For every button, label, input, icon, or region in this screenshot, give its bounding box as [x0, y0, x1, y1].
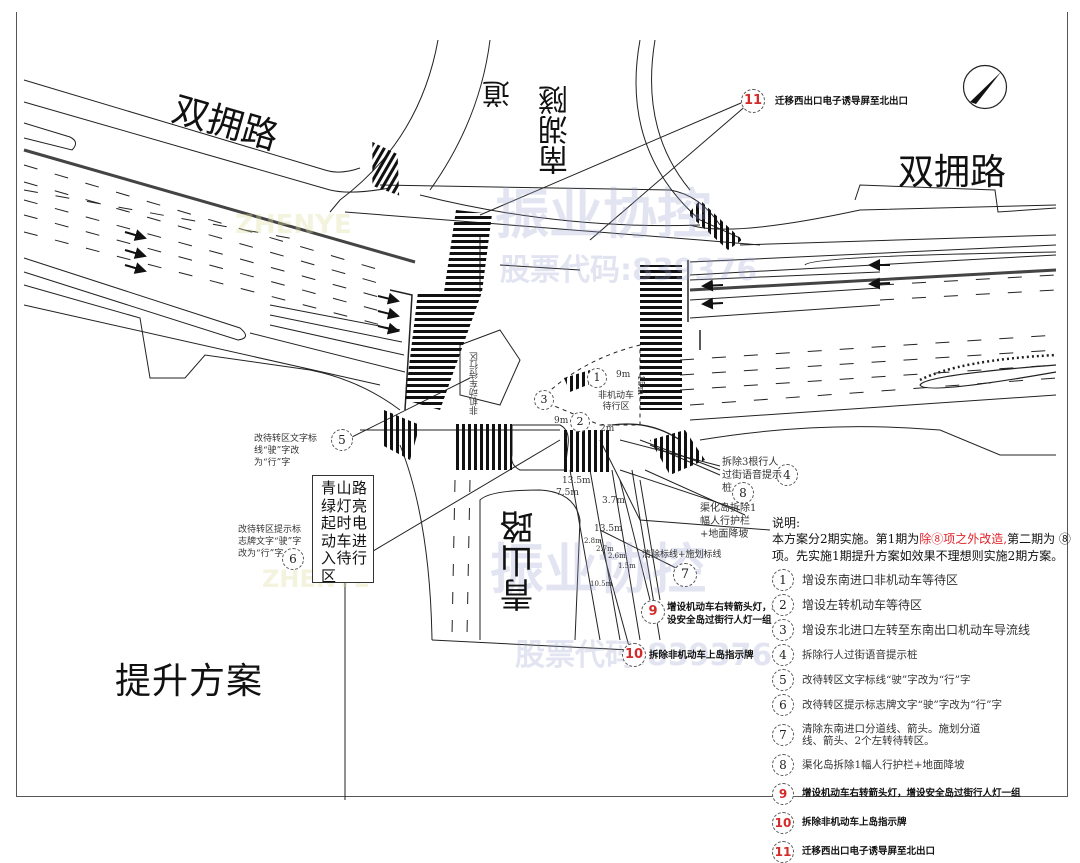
dim-13-5m-a: 13.5m — [562, 476, 591, 486]
notes-item: 8 渠化岛拆除1幅人行护栏+地面降坡 — [772, 754, 1072, 776]
notes-item-number: 7 — [772, 724, 794, 746]
notes-item: 9 增设机动车右转箭头灯，增设安全岛过街行人灯一组 — [772, 783, 1072, 805]
notes-item-text: 迁移西出口电子诱导屏至北出口 — [802, 846, 936, 857]
notes-item-number: 3 — [772, 619, 794, 641]
callout-6-text: 改待转区提示标志牌文字“驶”字改为“行”字 — [238, 525, 302, 559]
label-nonmotor-wait-zone: 非机动车待行区 — [597, 391, 634, 412]
notes-item-text: 增设东北进口左转至东南出口机动车导流线 — [802, 623, 1031, 637]
marker-10: 10 — [622, 643, 646, 667]
notes-item-text: 清除东南进口分道线、箭头。施划分道线、箭头、2个左转待转区。 — [802, 723, 981, 747]
callout-4-text: 拆除3根行人过街语音提示桩 — [722, 457, 782, 494]
sign-line: 青山路 — [321, 479, 368, 497]
dim-3-7m: 3.7m — [602, 496, 625, 506]
marker-3: 3 — [534, 390, 554, 410]
notes-item-text: 增设左转机动车等待区 — [802, 598, 923, 612]
intersection-plan-drawing — [23, 39, 1057, 800]
road-name-north-tunnel: 南湖隧 — [539, 85, 574, 175]
marker-9: 9 — [641, 600, 665, 624]
notes-item-number: 1 — [772, 569, 794, 591]
notes-item: 10 拆除非机动车上岛指示牌 — [772, 812, 1072, 834]
notes-item: 6 改待转区提示标志牌文字“驶”字改为“行”字 — [772, 694, 1072, 716]
marker-2: 2 — [570, 412, 590, 432]
notes-item-number: 6 — [772, 694, 794, 716]
sign-line: 动车进 — [321, 531, 368, 550]
waiting-zone-sign: 青山路 绿灯亮 起时电 动车进 入待行 区 — [312, 475, 374, 585]
notes-item-text: 拆除非机动车上岛指示牌 — [802, 817, 907, 828]
notes-item: 11 迁移西出口电子诱导屏至北出口 — [772, 841, 1072, 863]
sign-line: 绿灯亮 — [321, 496, 368, 515]
callout-11-text: 迁移西出口电子诱导屏至北出口 — [775, 96, 909, 107]
notes-item-number: 10 — [772, 812, 794, 834]
dim-15m: 15m — [635, 375, 645, 395]
callout-5-text: 改待转区文字标线“驶”字改为“行”字 — [254, 434, 318, 468]
callout-9-text: 增设机动车右转箭头灯，增设安全岛过街行人灯一组 — [667, 602, 782, 626]
callout-8-text: 渠化岛拆除1幅人行护栏+地面降坡 — [700, 503, 757, 540]
dim-13-5m-b: 13.5m — [594, 524, 623, 534]
road-name-east: 双拥路 — [898, 152, 1007, 193]
marker-6: 6 — [282, 548, 304, 570]
notes-item-number: 2 — [772, 594, 794, 616]
notes-item: 1 增设东南进口非机动车等待区 — [772, 569, 1072, 591]
notes-item-text: 增设机动车右转箭头灯，增设安全岛过街行人灯一组 — [802, 788, 1021, 799]
sign-line: 入待行 — [321, 549, 368, 567]
road-name-south: 青山路 — [500, 510, 540, 612]
dim-2-7m: 2.7m — [596, 545, 614, 553]
marker-11: 11 — [741, 89, 765, 113]
notes-item: 5 改待转区文字标线“驶”字改为“行”字 — [772, 669, 1072, 691]
notes-item-text: 增设东南进口非机动车等待区 — [802, 573, 959, 587]
notes-item-number: 5 — [772, 669, 794, 691]
callout-7-text: 清除标线+施划标线 — [642, 550, 722, 560]
notes-item-text: 改待转区文字标线“驶”字改为“行”字 — [802, 674, 971, 686]
dim-1-5m: 1.5m — [618, 562, 636, 570]
notes-item-number: 8 — [772, 754, 794, 776]
notes-item: 7 清除东南进口分道线、箭头。施划分道线、箭头、2个左转待转区。 — [772, 720, 1072, 750]
drawing-title: 提升方案 — [115, 661, 264, 702]
notes-title: 说明: — [772, 516, 801, 530]
road-name-north-tunnel-end: 道 — [481, 80, 514, 108]
marker-1: 1 — [587, 368, 607, 388]
callout-10-text: 拆除非机动车上岛指示牌 — [649, 650, 754, 661]
drawing-frame — [16, 12, 1068, 797]
marker-5: 5 — [331, 429, 353, 451]
notes-item-text: 拆除行人过街语音提示桩 — [802, 649, 918, 661]
north-arrow-icon — [962, 64, 1008, 110]
marker-4: 4 — [776, 464, 798, 486]
dim-7-5m: 7.5m — [556, 488, 579, 498]
notes-desc-prefix: 本方案分2期实施。第1期为 — [772, 532, 920, 546]
dim-9m-b: 9m — [554, 416, 569, 426]
dim-2-8m: 2.8m — [584, 537, 602, 545]
notes-item: 2 增设左转机动车等待区 — [772, 594, 1072, 616]
dim-9m-a: 9m — [616, 370, 631, 380]
sign-line: 起时电 — [321, 514, 368, 532]
notes-desc-suffix: 第二期为 ⑧ 项。先实施1期提升方案如效果不理想则实施2期方案。 — [772, 532, 1071, 563]
dim-2-6m: 2.6m — [608, 552, 626, 560]
marker-8: 8 — [732, 482, 754, 504]
notes-item-number: 11 — [772, 841, 794, 863]
notes-item-text: 渠化岛拆除1幅人行护栏+地面降坡 — [802, 759, 965, 771]
notes-item-text: 改待转区提示标志牌文字“驶”字改为“行”字 — [802, 699, 1002, 711]
marker-7: 7 — [673, 563, 697, 587]
dim-10-5m: 10.5m — [590, 580, 613, 588]
sign-line: 区 — [321, 566, 337, 585]
dim-2m: 2m — [600, 424, 615, 434]
label-old-nonmotor-zone: 非机动车待行区 — [470, 352, 480, 415]
notes-desc-highlight: 除⑧项之外改造, — [919, 532, 1008, 546]
notes-description: 本方案分2期实施。第1期为除⑧项之外改造,第二期为 ⑧ 项。先实施1期提升方案如… — [772, 531, 1072, 565]
notes-item-number: 9 — [772, 783, 794, 805]
notes-item-number: 4 — [772, 644, 794, 666]
notes-item: 3 增设东北进口左转至东南出口机动车导流线 — [772, 619, 1072, 641]
notes-legend: 说明: 本方案分2期实施。第1期为除⑧项之外改造,第二期为 ⑧ 项。先实施1期提… — [772, 515, 1072, 863]
notes-item: 4 拆除行人过街语音提示桩 — [772, 644, 1072, 666]
